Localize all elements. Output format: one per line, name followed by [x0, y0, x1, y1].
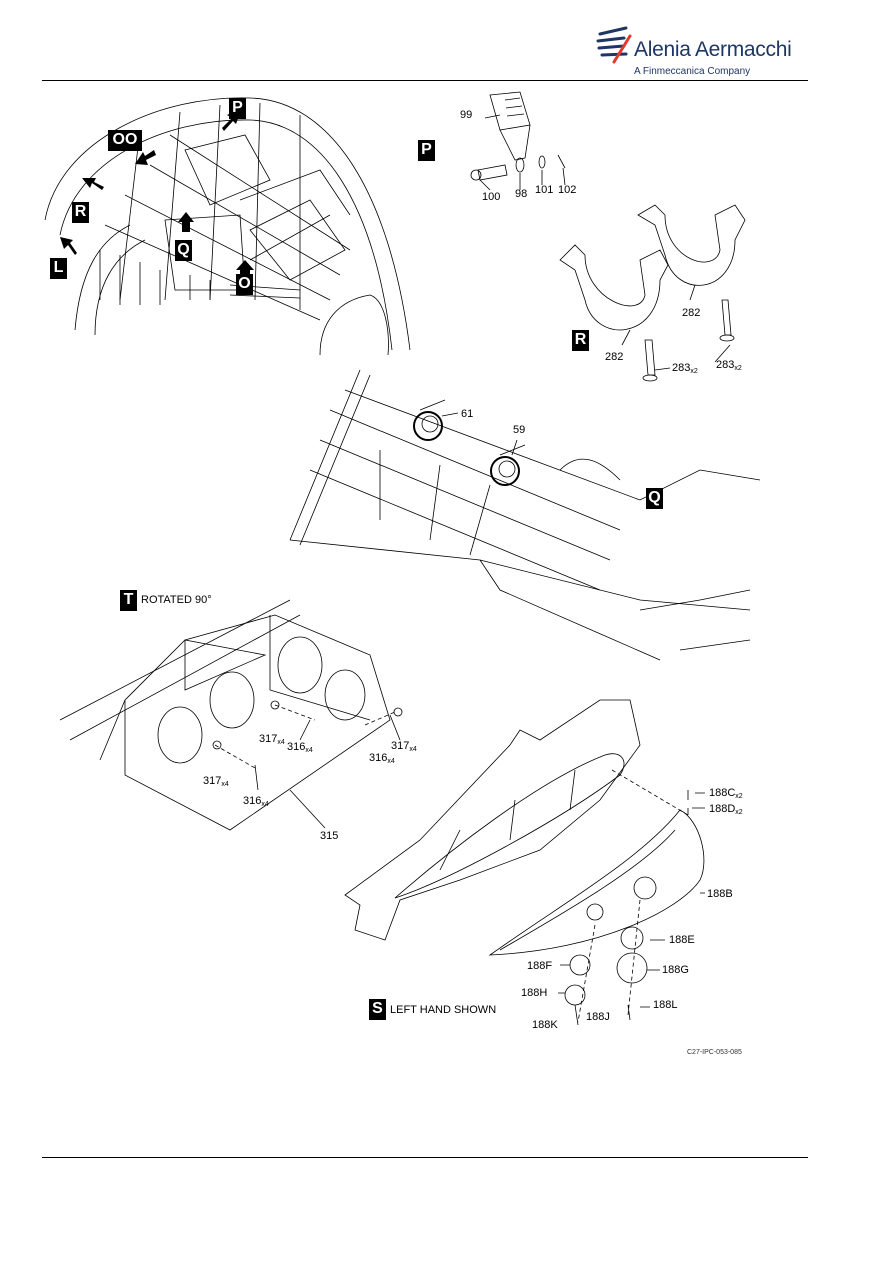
view-tag-r: R: [72, 202, 89, 223]
arrow-q: [178, 212, 194, 232]
callout-316-right: 316x4: [369, 752, 395, 765]
detail-s-fairing: [344, 699, 705, 1026]
header-rule: [42, 80, 808, 81]
callout-100: 100: [482, 191, 501, 203]
callout-282-left: 282: [605, 351, 624, 363]
callout-188h: 188H: [521, 987, 548, 999]
detail-r-brackets: [559, 204, 746, 382]
callout-101: 101: [535, 184, 554, 196]
callout-317-right: 317x4: [391, 740, 417, 753]
brand-mark-icon: [596, 26, 632, 64]
detail-p-bracket: [470, 91, 566, 191]
callout-188b: 188B: [707, 888, 733, 900]
callout-102: 102: [558, 184, 577, 196]
callout-188g: 188G: [662, 964, 689, 976]
callout-316-upper: 316x4: [287, 741, 313, 754]
brand-logo: Alenia Aermacchi A Finmeccanica Company: [596, 24, 796, 80]
view-tag-o: O: [236, 274, 253, 295]
arrow-oo: [135, 150, 156, 165]
brand-name: Alenia Aermacchi: [634, 38, 792, 61]
view-tag-p: P: [229, 98, 246, 119]
callout-282-right: 282: [682, 307, 701, 319]
callout-283-right: 283x2: [716, 359, 742, 372]
callout-188j: 188J: [586, 1011, 610, 1023]
arrow-l: [60, 237, 77, 255]
fuselage-structure-view: [44, 97, 411, 356]
view-tag-oo: OO: [108, 130, 142, 151]
footer-rule: [42, 1157, 808, 1158]
callout-99: 99: [460, 109, 473, 121]
view-note-s: LEFT HAND SHOWN: [390, 1004, 497, 1016]
callout-315: 315: [320, 830, 339, 842]
detail-t-panel: [59, 599, 403, 831]
detail-tag-p: P: [418, 140, 435, 161]
callout-188e: 188E: [669, 934, 695, 946]
callout-317-lower: 317x4: [203, 775, 229, 788]
arrow-r: [82, 178, 104, 190]
callout-59: 59: [513, 424, 526, 436]
detail-q-clamps: [289, 369, 761, 661]
callout-283-left: 283x2: [672, 362, 698, 375]
detail-tag-r: R: [572, 330, 589, 351]
view-tag-q: Q: [175, 240, 192, 261]
view-tag-l: L: [50, 258, 67, 279]
callout-188c: 188Cx2: [709, 787, 743, 800]
brand-subtitle: A Finmeccanica Company: [634, 66, 751, 77]
figure-id: C27-IPC-053-085: [687, 1049, 742, 1056]
callout-316-lower: 316x4: [243, 795, 269, 808]
detail-tag-t: T: [120, 590, 137, 611]
callout-188l: 188L: [653, 999, 678, 1011]
callout-188k: 188K: [532, 1019, 558, 1031]
callout-188d: 188Dx2: [709, 803, 743, 816]
detail-tag-s: S: [369, 999, 386, 1020]
callout-317-upper: 317x4: [259, 733, 285, 746]
view-note-t: ROTATED 90°: [141, 594, 212, 606]
detail-tag-q: Q: [646, 488, 663, 509]
callout-61: 61: [461, 408, 474, 420]
callout-188f: 188F: [527, 960, 553, 972]
callout-98: 98: [515, 188, 528, 200]
